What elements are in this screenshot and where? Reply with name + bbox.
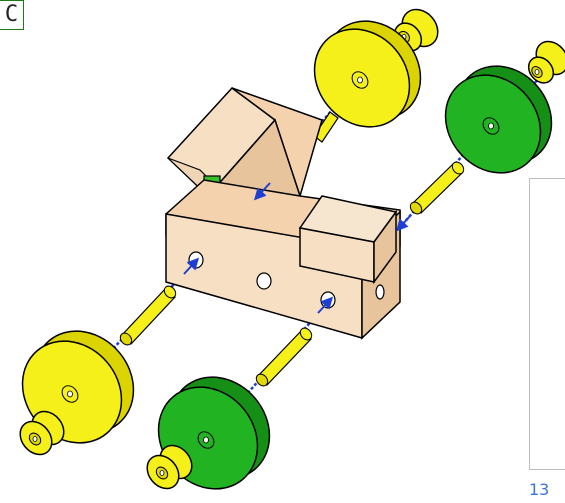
corner-tag-label: C [4, 2, 19, 27]
yellow-wheel-top[interactable] [295, 2, 440, 146]
cab-block[interactable] [298, 195, 398, 285]
yellow-axle-left[interactable] [118, 284, 178, 347]
corner-tag: C [0, 0, 24, 30]
yellow-axle-cap-bottom[interactable] [141, 439, 199, 495]
yellow-axle-right[interactable] [408, 160, 466, 216]
insert-arrows [183, 182, 411, 314]
green-axle-cap-top[interactable] [524, 35, 565, 88]
insert-arrow-right [395, 215, 411, 232]
yellow-axle-cap-left[interactable] [14, 405, 71, 461]
yellow-axle-bottom[interactable] [254, 326, 314, 388]
insert-arrow-left [183, 257, 200, 275]
side-panel [529, 178, 565, 470]
green-wheel-top[interactable] [426, 47, 565, 192]
page-number: 13 [529, 480, 550, 499]
insert-arrow-top [253, 182, 271, 201]
insert-arrow-bottom [317, 296, 334, 314]
